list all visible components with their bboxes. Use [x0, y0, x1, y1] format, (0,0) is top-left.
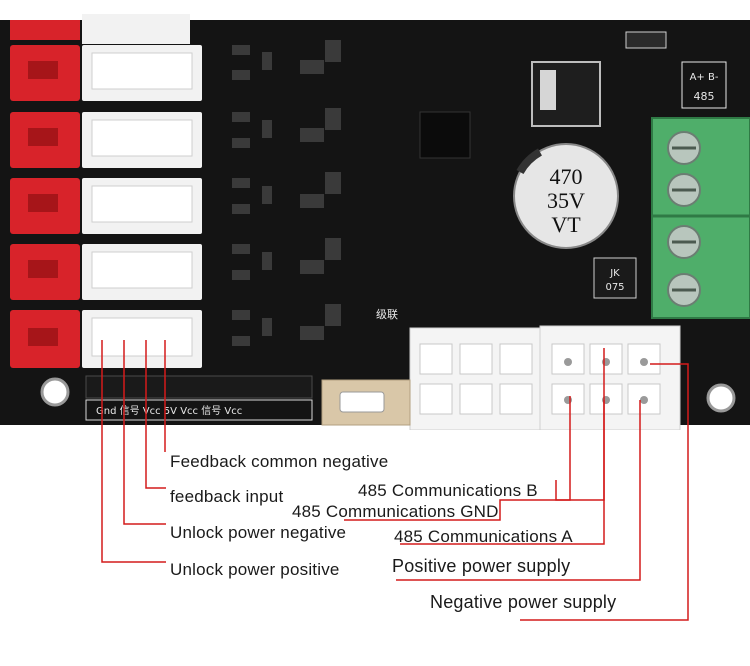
relay-component: JK 075 [593, 257, 637, 299]
svg-text:A+ B-: A+ B- [690, 72, 719, 83]
label-negative-power-supply: Negative power supply [430, 592, 617, 612]
fuse-component [321, 379, 411, 426]
label-feedback-input: feedback input [170, 487, 284, 506]
mounting-hole-left [40, 377, 70, 407]
rs485-port-label: A+ B- 485 [681, 61, 727, 109]
label-unlock-power-positive: Unlock power positive [170, 560, 340, 579]
molex-connector-h2 [539, 325, 681, 430]
label-unlock-power-negative: Unlock power negative [170, 523, 347, 542]
capacitor-brand: VT [551, 212, 581, 237]
electrolytic-capacitor: 470 35V VT [513, 143, 619, 249]
pcb-board-photo: 470 35V VT JK 075 A+ B- 485 级联 [0, 14, 750, 430]
svg-text:JK: JK [609, 268, 620, 279]
molex-connector-h1 [409, 327, 541, 430]
label-485-b: 485 Communications B [358, 481, 538, 500]
channel-connectors [10, 14, 202, 368]
svg-text:075: 075 [605, 282, 624, 293]
pin-header-silk: Gnd 信号 Vcc 5V Vcc 信号 Vcc [96, 405, 242, 417]
label-485-gnd: 485 Communications GND [292, 502, 499, 521]
label-485-a: 485 Communications A [394, 527, 573, 546]
capacitor-value: 470 [550, 164, 583, 189]
ic-chip [419, 111, 471, 159]
capacitor-voltage: 35V [547, 188, 585, 213]
cascade-silk-label: 级联 [376, 308, 398, 321]
label-feedback-common-negative: Feedback common negative [170, 452, 389, 471]
mounting-hole-right [706, 383, 736, 413]
label-positive-power-supply: Positive power supply [392, 556, 571, 576]
smd-components [232, 40, 341, 346]
svg-text:485: 485 [694, 90, 715, 103]
green-terminal-block [651, 117, 750, 319]
